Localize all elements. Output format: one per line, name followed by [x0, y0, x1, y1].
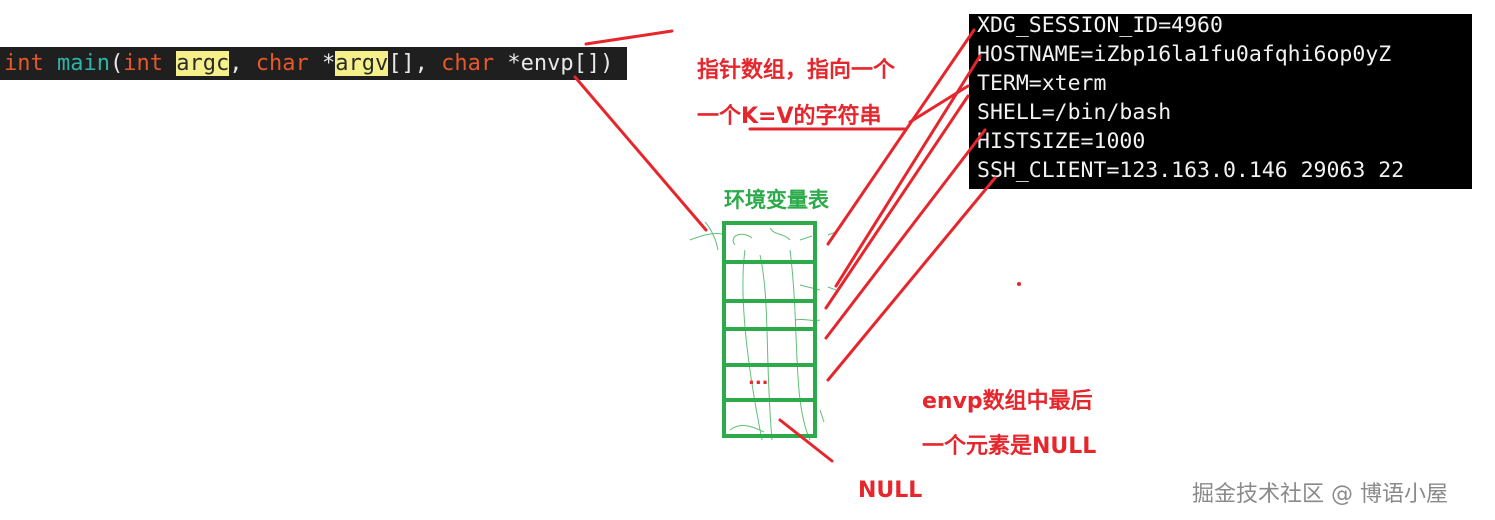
code-token: char — [255, 51, 309, 76]
code-token: , — [229, 51, 256, 76]
green-scribbles — [689, 221, 837, 441]
entry-arrow-3 — [824, 94, 970, 310]
env-var-listing: XDG_SESSION_ID=4960 HOSTNAME=iZbp16la1fu… — [969, 14, 1472, 189]
env-var-line: SSH_CLIENT=123.163.0.146 29063 22 — [977, 158, 1405, 183]
code-token: argv — [335, 51, 389, 76]
kv-pointer-arrow — [908, 84, 970, 124]
entry-arrow-1 — [826, 28, 976, 246]
code-token: *envp[]) — [494, 51, 614, 76]
red-arrows — [573, 28, 997, 463]
code-token: char — [441, 51, 495, 76]
code-token: int — [4, 51, 44, 76]
entry-arrow-4 — [824, 128, 987, 340]
watermark: 掘金技术社区 @ 博语小屋 — [1192, 482, 1448, 507]
env-var-line: SHELL=/bin/bash — [977, 100, 1172, 125]
envp-pointer-arrow — [573, 75, 708, 232]
table-ellipsis: ... — [748, 368, 769, 389]
code-token: int — [123, 51, 163, 76]
null-label: NULL — [858, 478, 923, 503]
decoration-stroke — [584, 29, 674, 46]
code-token: ( — [109, 51, 124, 76]
env-var-line: XDG_SESSION_ID=4960 — [977, 14, 1223, 38]
code-token: [], — [388, 51, 442, 76]
code-token: argc — [176, 51, 230, 76]
last-element-note-line2: 一个元素是NULL — [922, 434, 1097, 459]
code-token: main — [57, 51, 110, 76]
code-token: * — [308, 51, 336, 76]
main-signature-code: int main(int argc, char *argv[], char *e… — [0, 47, 628, 80]
pointer-array-note-line2: 一个K=V的字符串 — [697, 104, 882, 129]
red-dot — [1017, 282, 1021, 286]
last-element-note-line1: envp数组中最后 — [922, 389, 1093, 414]
env-var-line: TERM=xterm — [977, 71, 1107, 96]
pointer-array-note-line1: 指针数组，指向一个 — [697, 58, 896, 83]
env-table-title: 环境变量表 — [724, 188, 829, 212]
env-var-line: HISTSIZE=1000 — [977, 129, 1146, 154]
env-table — [722, 221, 817, 438]
entry-arrow-5 — [826, 176, 997, 382]
env-var-line: HOSTNAME=iZbp16la1fu0afqhi6op0yZ — [977, 42, 1392, 67]
null-arrow — [778, 418, 834, 463]
